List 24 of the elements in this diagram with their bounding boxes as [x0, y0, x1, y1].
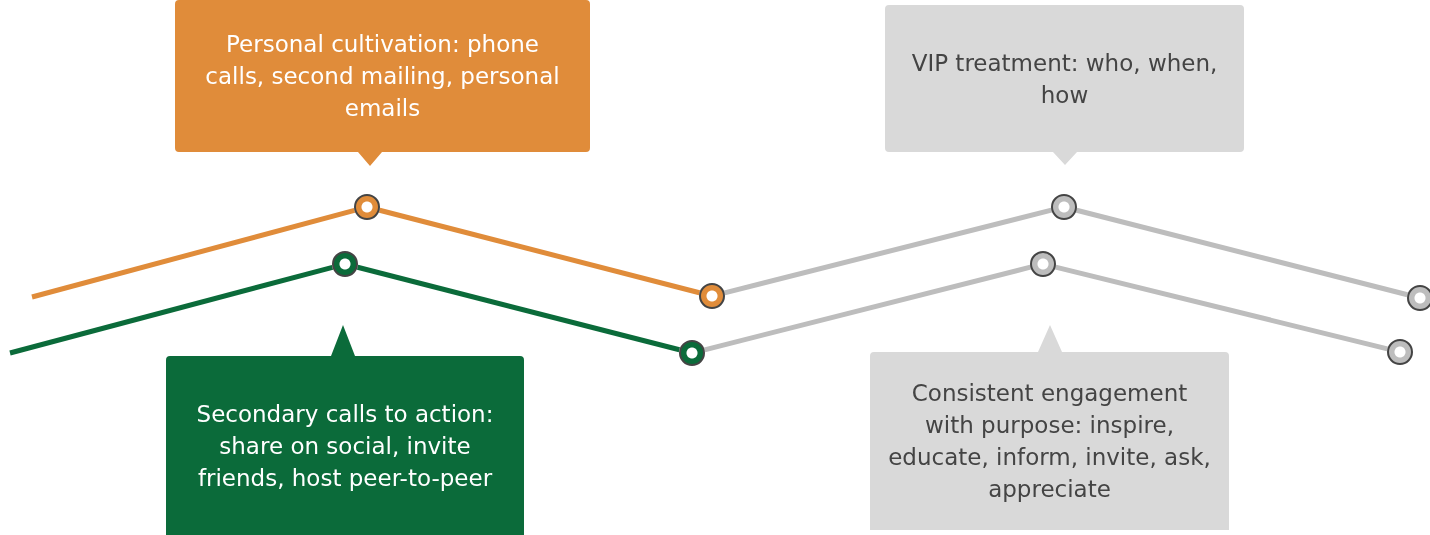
speech-bubble	[870, 325, 1229, 530]
callout-text: Secondary calls to action: share on social, invite friends, host peer-to-peer	[195, 399, 495, 493]
connector-line	[9, 264, 334, 356]
connector-line	[1055, 264, 1388, 352]
connector-line	[31, 207, 356, 300]
connector-line	[378, 207, 701, 296]
speech-bubble	[166, 325, 524, 535]
marker-circle	[699, 283, 725, 309]
callout-text: VIP treatment: who, when, how	[910, 48, 1219, 110]
speech-bubble	[175, 0, 590, 166]
marker-circle	[1387, 339, 1413, 365]
speech-bubble	[885, 5, 1244, 165]
marker-circle	[679, 340, 705, 366]
marker-circle	[354, 194, 380, 220]
marker-circle	[332, 251, 358, 277]
marker-circle	[1051, 194, 1077, 220]
connector-line	[1076, 207, 1408, 298]
connector-line	[724, 207, 1052, 296]
connector-line	[356, 264, 681, 353]
marker-circle	[1407, 285, 1430, 311]
callout-text: Personal cultivation: phone calls, second mailing, personal emails	[204, 30, 561, 123]
callout-text: Consistent engagement with purpose: inspire, educate, inform, invite, ask, appreciate	[888, 379, 1211, 504]
marker-circle	[1030, 251, 1056, 277]
connector-line	[704, 264, 1031, 353]
